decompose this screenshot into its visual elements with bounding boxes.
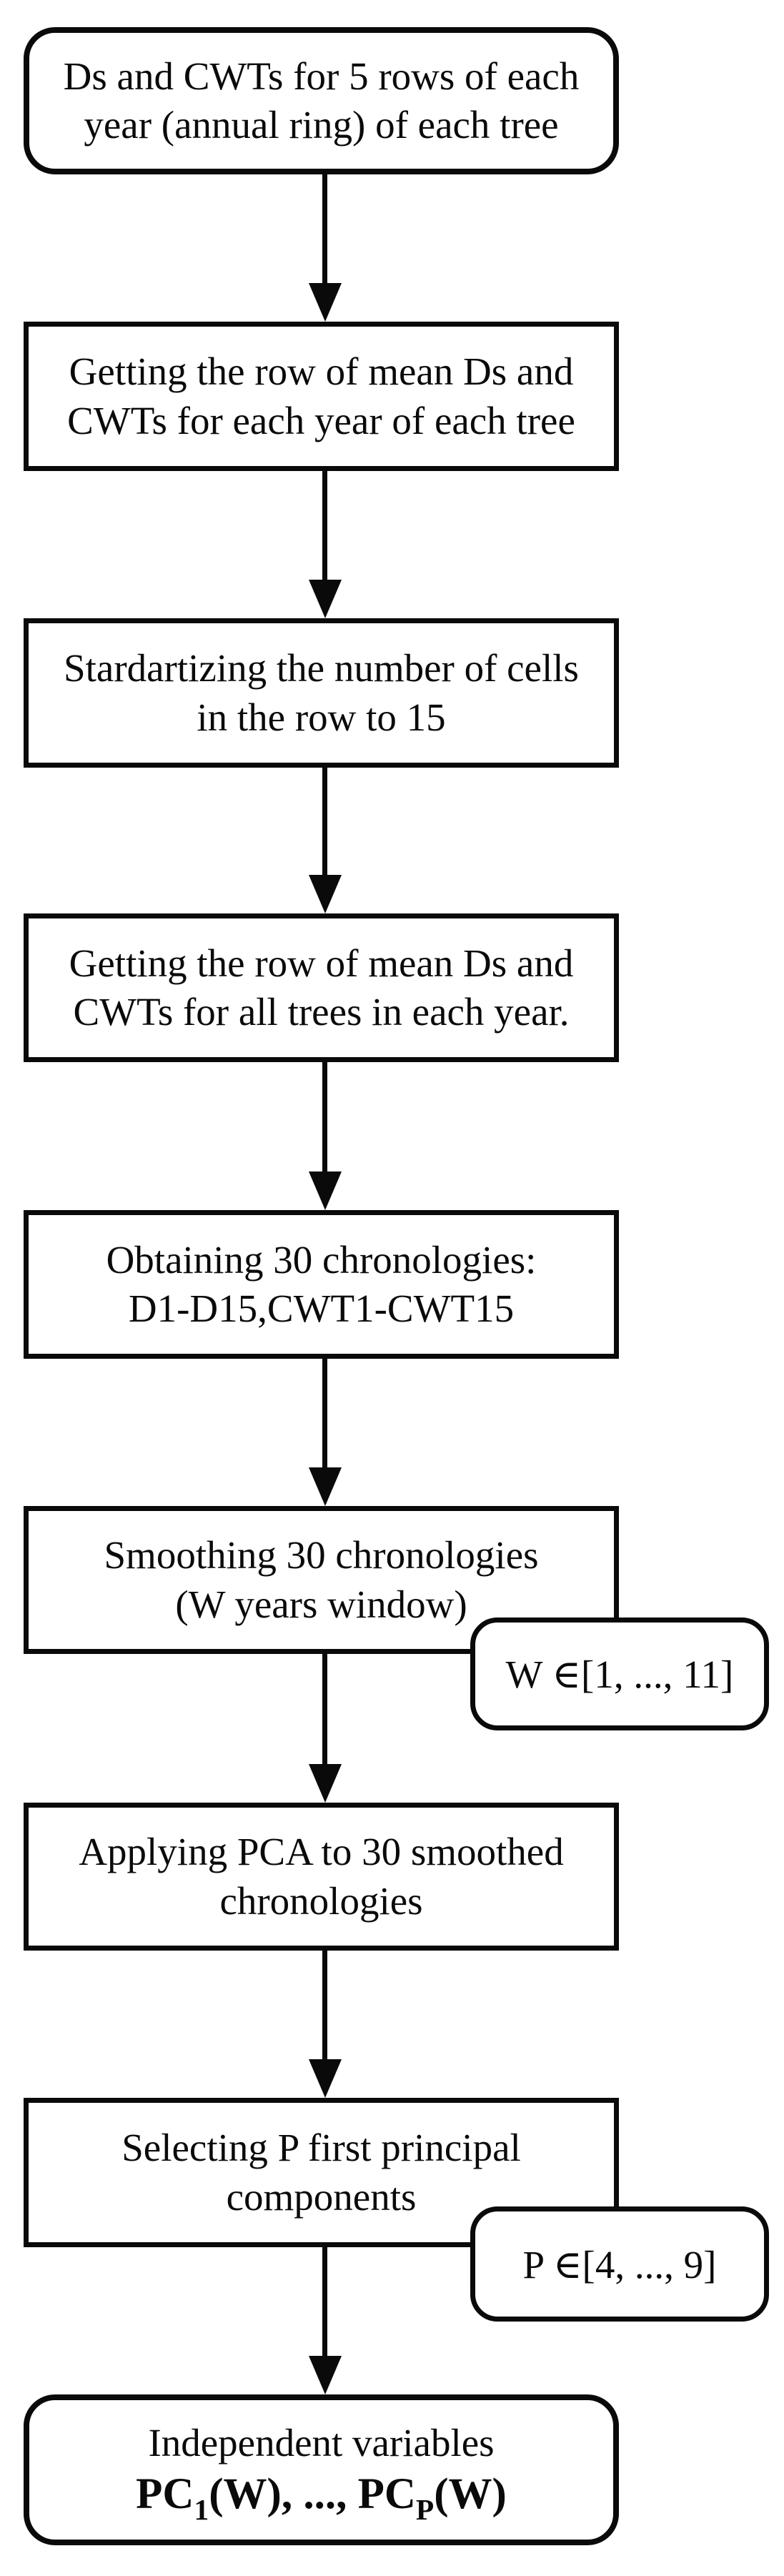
flow-node-smoothing: Smoothing 30 chronologies (W years windo… [24, 1506, 619, 1654]
flow-arrowhead-icon [309, 1171, 342, 1210]
node-text-line: CWTs for each year of each tree [67, 398, 575, 442]
node-text-line: Stardartizing the number of cells [64, 646, 579, 690]
node-text-line: chronologies [219, 1878, 423, 1923]
flow-node-mean-row-per-tree: Getting the row of mean Ds and CWTs for … [24, 322, 619, 471]
flow-node-mean-row-all-trees: Getting the row of mean Ds and CWTs for … [24, 913, 619, 1062]
node-text-line: Getting the row of mean Ds and [69, 941, 574, 985]
flow-arrow-stem [322, 1359, 327, 1469]
formula-text: (W) [434, 2470, 507, 2518]
note-w-range: W ∈[1, ..., 11] [470, 1618, 769, 1730]
formula-subscript: P [415, 2493, 435, 2527]
node-text-line: Ds and CWTs for 5 rows of each [63, 54, 580, 98]
node-text-line: components [226, 2174, 417, 2219]
note-text: P ∈[4, ..., 9] [522, 2242, 717, 2287]
flow-arrowhead-icon [309, 580, 342, 618]
formula-text: PC [136, 2470, 194, 2518]
node-text-line: Selecting P first principal [121, 2126, 521, 2170]
node-text-line: year (annual ring) of each tree [84, 103, 559, 147]
flow-arrow-stem [322, 768, 327, 876]
flow-node-standardize-cells: Stardartizing the number of cells in the… [24, 618, 619, 768]
node-text-line: Getting the row of mean Ds and [69, 350, 574, 394]
flow-node-apply-pca: Applying PCA to 30 smoothed chronologies [24, 1803, 619, 1951]
formula-text: (W), ..., PC [209, 2470, 416, 2518]
node-text-line: Smoothing 30 chronologies [104, 1533, 539, 1577]
flow-arrowhead-icon [309, 875, 342, 913]
flow-node-input-data: Ds and CWTs for 5 rows of each year (ann… [24, 27, 619, 174]
node-text-line: in the row to 15 [197, 695, 446, 739]
flow-arrowhead-icon [309, 283, 342, 322]
flow-arrow-stem [322, 471, 327, 581]
flow-node-obtain-chronologies: Obtaining 30 chronologies: D1-D15,CWT1-C… [24, 1210, 619, 1359]
flow-arrowhead-icon [309, 2059, 342, 2098]
node-text-line: CWTs for all trees in each year. [73, 990, 570, 1034]
flow-arrow-stem [322, 174, 327, 284]
flow-arrow-stem [322, 1951, 327, 2061]
flow-arrowhead-icon [309, 2356, 342, 2394]
node-text-line: (W years window) [175, 1582, 467, 1626]
node-formula-line: PC1(W), ..., PCP(W) [136, 2467, 507, 2525]
node-text-line: D1-D15,CWT1-CWT15 [128, 1287, 515, 1330]
flow-arrow-stem [322, 2247, 327, 2357]
flow-arrow-stem [322, 1654, 327, 1765]
note-text: W ∈[1, ..., 11] [505, 1653, 734, 1696]
node-text-line: Independent variables [148, 2420, 495, 2464]
flow-arrowhead-icon [309, 1467, 342, 1506]
node-text-line: Obtaining 30 chronologies: [106, 1237, 537, 1282]
formula-subscript: 1 [194, 2493, 209, 2527]
flow-node-output-variables: Independent variables PC1(W), ..., PCP(W… [24, 2394, 619, 2545]
node-text-line: Applying PCA to 30 smoothed [79, 1830, 564, 1874]
flow-arrowhead-icon [309, 1764, 342, 1803]
note-p-range: P ∈[4, ..., 9] [470, 2206, 769, 2322]
flow-arrow-stem [322, 1062, 327, 1173]
